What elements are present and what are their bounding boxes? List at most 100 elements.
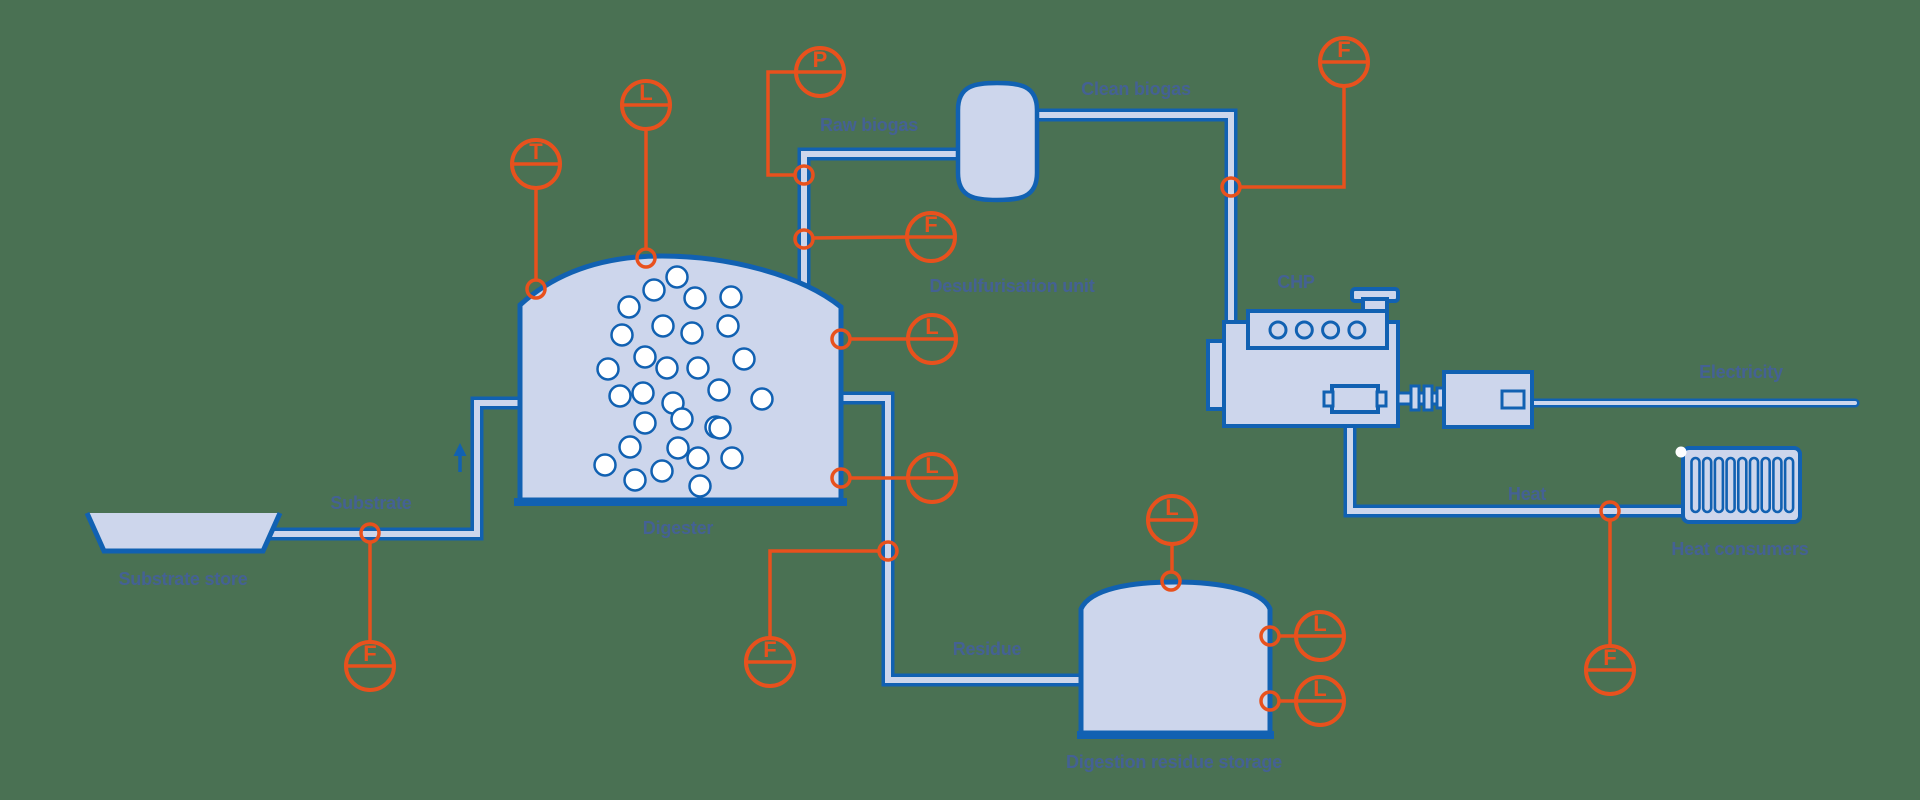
bubble bbox=[680, 321, 704, 345]
chp-cylinder-port bbox=[1268, 320, 1288, 340]
gauge-port bbox=[877, 540, 899, 562]
chp-cylinder-port bbox=[1321, 320, 1341, 340]
radiator-fin bbox=[1748, 456, 1760, 514]
instrument-gauges: T L P F L L F F L L L F F bbox=[344, 36, 1636, 727]
bubble bbox=[623, 468, 647, 492]
gauge-l-digester-top: L bbox=[620, 79, 672, 269]
gauge-f-clean-biogas: F bbox=[1220, 36, 1370, 198]
label-residue: Residue bbox=[953, 639, 1022, 659]
gauge-port bbox=[793, 228, 815, 250]
process-pipes bbox=[258, 108, 1860, 687]
bubble bbox=[750, 387, 774, 411]
chp-cylinder-ports bbox=[1268, 320, 1367, 340]
gauge-l-residue-top: L bbox=[1146, 494, 1198, 592]
bubble bbox=[655, 356, 679, 380]
bubble bbox=[716, 314, 740, 338]
bubble bbox=[719, 285, 743, 309]
bubble bbox=[666, 436, 690, 460]
gauge-letter: F bbox=[363, 641, 376, 666]
bubble bbox=[596, 357, 620, 381]
chp-generator-terminal bbox=[1500, 389, 1526, 410]
gauge-letter: L bbox=[639, 80, 652, 105]
chp-pump-box bbox=[1330, 384, 1380, 414]
gauge-f-substrate: F bbox=[344, 522, 396, 692]
heat-consumers-radiator bbox=[1675, 446, 1802, 524]
bubble bbox=[593, 453, 617, 477]
gauge-l-residue-right-2: L bbox=[1259, 675, 1346, 727]
bubble bbox=[651, 314, 675, 338]
gauge-l-digester-upper: L bbox=[830, 313, 958, 365]
bubble bbox=[650, 459, 674, 483]
gauge-letter: F bbox=[924, 212, 937, 237]
bubble bbox=[720, 446, 744, 470]
label-substrate-store: Substrate store bbox=[118, 569, 247, 589]
gauge-lead-line bbox=[768, 549, 879, 638]
gauge-l-digester-lower: L bbox=[830, 452, 958, 504]
gauge-port bbox=[793, 164, 815, 186]
gauge-port bbox=[359, 522, 381, 544]
radiator-fin bbox=[1737, 456, 1748, 514]
gauge-port bbox=[1259, 690, 1281, 712]
bubble bbox=[688, 474, 712, 498]
digestion-residue-storage-tank bbox=[1077, 579, 1274, 739]
gauge-port bbox=[1599, 500, 1621, 522]
chp-coupling-disc bbox=[1422, 384, 1434, 412]
bubble bbox=[707, 378, 731, 402]
radiator-fin bbox=[1772, 456, 1783, 514]
gauge-port bbox=[1220, 176, 1242, 198]
gauge-port bbox=[525, 278, 547, 300]
digester-bubbles bbox=[593, 265, 774, 498]
gauge-letter: F bbox=[1603, 645, 1616, 670]
gauge-letter: L bbox=[925, 453, 938, 478]
flow-arrow-icon bbox=[453, 443, 467, 472]
bubble bbox=[610, 323, 634, 347]
gauge-letter: P bbox=[813, 47, 828, 72]
gauge-letter: L bbox=[1313, 676, 1326, 701]
bubble bbox=[670, 407, 694, 431]
label-electricity: Electricity bbox=[1699, 362, 1783, 382]
gauge-letter: L bbox=[1165, 495, 1178, 520]
gauge-port bbox=[1160, 570, 1182, 592]
bubble bbox=[683, 286, 707, 310]
label-heat-consumers: Heat consumers bbox=[1671, 539, 1808, 559]
bubble bbox=[633, 411, 657, 435]
gauge-lead-line bbox=[766, 70, 796, 177]
gauge-letter: T bbox=[529, 139, 543, 164]
label-desulfurisation-unit: Desulfurisation unit bbox=[929, 276, 1094, 296]
radiator-fin bbox=[1713, 456, 1725, 514]
desulfurisation-unit-tank bbox=[955, 80, 1040, 203]
radiator-fin bbox=[1690, 456, 1701, 514]
gauge-lead-line bbox=[812, 235, 908, 240]
gauge-f-raw-biogas: F bbox=[793, 211, 957, 263]
gauge-p-raw-biogas: P bbox=[766, 46, 846, 186]
bubble bbox=[686, 356, 710, 380]
chp-engine-unit bbox=[1206, 287, 1534, 429]
bubble bbox=[686, 446, 710, 470]
bubble bbox=[608, 384, 632, 408]
gauge-lead-line bbox=[1240, 86, 1346, 189]
bubble bbox=[633, 345, 657, 369]
bubble bbox=[631, 381, 655, 405]
bubble bbox=[618, 435, 642, 459]
label-heat: Heat bbox=[1508, 484, 1546, 504]
radiator-fin bbox=[1760, 456, 1771, 514]
bubble bbox=[708, 416, 732, 440]
gauge-port bbox=[830, 328, 852, 350]
gauge-port bbox=[830, 467, 852, 489]
gauge-f-heat: F bbox=[1584, 500, 1636, 696]
bubble bbox=[642, 278, 666, 302]
label-chp: CHP bbox=[1277, 272, 1315, 292]
digester-tank bbox=[514, 253, 847, 506]
chp-pump-nub-left bbox=[1322, 390, 1335, 408]
gauge-letter: F bbox=[1337, 37, 1350, 62]
gauge-l-residue-right-1: L bbox=[1259, 610, 1346, 662]
bubble bbox=[732, 347, 756, 371]
chp-cylinder-port bbox=[1347, 320, 1367, 340]
gauge-letter: L bbox=[1313, 611, 1326, 636]
radiator-fins bbox=[1690, 456, 1795, 514]
bubble bbox=[665, 265, 689, 289]
gauge-port bbox=[635, 247, 657, 269]
substrate-store-basin bbox=[84, 511, 283, 554]
gauge-f-residue: F bbox=[744, 540, 899, 688]
